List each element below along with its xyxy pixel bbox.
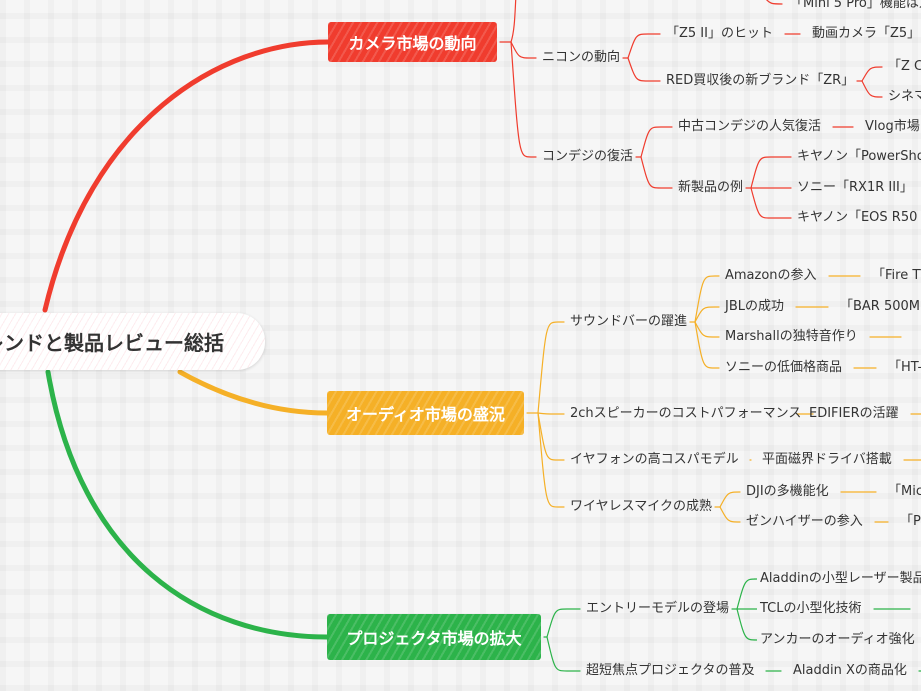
node[interactable]: 「Z C (888, 59, 921, 74)
node[interactable]: ゼンハイザーの参入 (746, 514, 863, 529)
connector-line (694, 321, 720, 369)
node[interactable]: 「Mini 5 Pro」機能は人 (790, 0, 921, 11)
node[interactable]: 「BAR 500M (840, 299, 921, 314)
connector-line (765, 0, 783, 5)
connector-line (750, 187, 792, 219)
node-ust[interactable]: 超短焦点プロジェクタの普及 (586, 663, 755, 678)
node[interactable]: JBLの成功 (725, 299, 784, 314)
connector-line (537, 412, 565, 415)
root-topic-label: トレンドと製品レビュー総括 (0, 331, 224, 355)
connector-line (546, 636, 581, 672)
node-speaker[interactable]: 2chスピーカーのコストパフォーマンス (570, 406, 802, 421)
node[interactable]: シネマ (888, 89, 921, 104)
node[interactable]: ソニーの低価格商品 (725, 360, 843, 375)
connector-line (719, 506, 741, 523)
connector-line (750, 156, 792, 189)
node[interactable]: 「HT- (888, 360, 921, 375)
connector-line (736, 608, 758, 641)
node[interactable]: EDIFIERの活躍 (809, 406, 899, 421)
topic-camera-market[interactable]: カメラ市場の動向 (328, 22, 497, 62)
node[interactable]: 動画カメラ「Z5」の後 (812, 26, 921, 41)
node-soundbar[interactable]: サウンドバーの躍進 (570, 314, 688, 329)
node[interactable]: 平面磁界ドライバ搭載 (762, 452, 892, 467)
node[interactable]: 「Z5 II」のヒット (666, 26, 773, 41)
node[interactable]: 中古コンデジの人気復活 (678, 119, 822, 134)
root-topic[interactable]: トレンドと製品レビュー総括 (0, 313, 265, 370)
node[interactable]: Amazonの参入 (725, 268, 817, 283)
node[interactable]: 「Fire TV (872, 268, 921, 283)
connector-line (694, 306, 720, 323)
connector-line (719, 491, 741, 508)
node-nikon[interactable]: ニコンの動向 (542, 50, 621, 65)
node[interactable]: Aladdin Xの商品化 (793, 663, 907, 678)
node-mic[interactable]: ワイヤレスマイクの成熟 (570, 499, 712, 514)
node[interactable]: Aladdinの小型レーザー製品 (760, 571, 921, 586)
connector-line (537, 412, 565, 508)
node[interactable]: ソニー「RX1R III」 (797, 180, 913, 195)
node[interactable]: RED買収後の新ブランド「ZR」 (666, 73, 855, 88)
node[interactable]: キヤノン「EOS R50 V (797, 210, 921, 225)
node[interactable]: アンカーのオーディオ強化 (760, 632, 915, 647)
connector-line (537, 412, 565, 461)
node[interactable]: 「Mic (888, 484, 921, 499)
node[interactable]: 新製品の例 (678, 180, 744, 195)
node-earphone[interactable]: イヤフォンの高コスパモデル (570, 452, 739, 467)
connector-line (736, 578, 758, 610)
node[interactable]: TCLの小型化技術 (760, 601, 862, 616)
connector-line (694, 321, 720, 338)
connector-line (510, 0, 517, 43)
connector-line (177, 369, 330, 416)
connector-line (627, 57, 661, 82)
connector-line (510, 41, 537, 158)
node[interactable]: Marshallの独特音作り (725, 329, 858, 344)
node[interactable]: DJIの多機能化 (746, 484, 829, 499)
node-compact[interactable]: コンデジの復活 (542, 149, 634, 164)
connector-line (861, 66, 883, 82)
topic-label: カメラ市場の動向 (348, 34, 477, 53)
connector-line (861, 80, 883, 98)
node-entry-models[interactable]: エントリーモデルの登場 (586, 601, 730, 616)
node[interactable]: 「 (913, 327, 921, 347)
connector-line (640, 156, 673, 189)
topic-label: オーディオ市場の盛況 (346, 405, 505, 424)
connector-line (627, 33, 661, 59)
connector-line (546, 608, 581, 638)
node[interactable]: Vlog市場 (865, 119, 920, 134)
connector-line (42, 39, 331, 313)
connector-line (45, 369, 330, 640)
topic-label: プロジェクタ市場の拡大 (346, 629, 522, 648)
connector-line (510, 41, 537, 59)
node[interactable]: 「Pr (900, 514, 921, 529)
connector-line (537, 321, 565, 414)
connector-line (694, 275, 720, 323)
node[interactable]: キヤノン「PowerShot (797, 149, 921, 164)
connector-line (640, 126, 673, 158)
topic-audio-market[interactable]: オーディオ市場の盛況 (327, 391, 524, 435)
topic-projector-market[interactable]: プロジェクタ市場の拡大 (327, 614, 541, 660)
